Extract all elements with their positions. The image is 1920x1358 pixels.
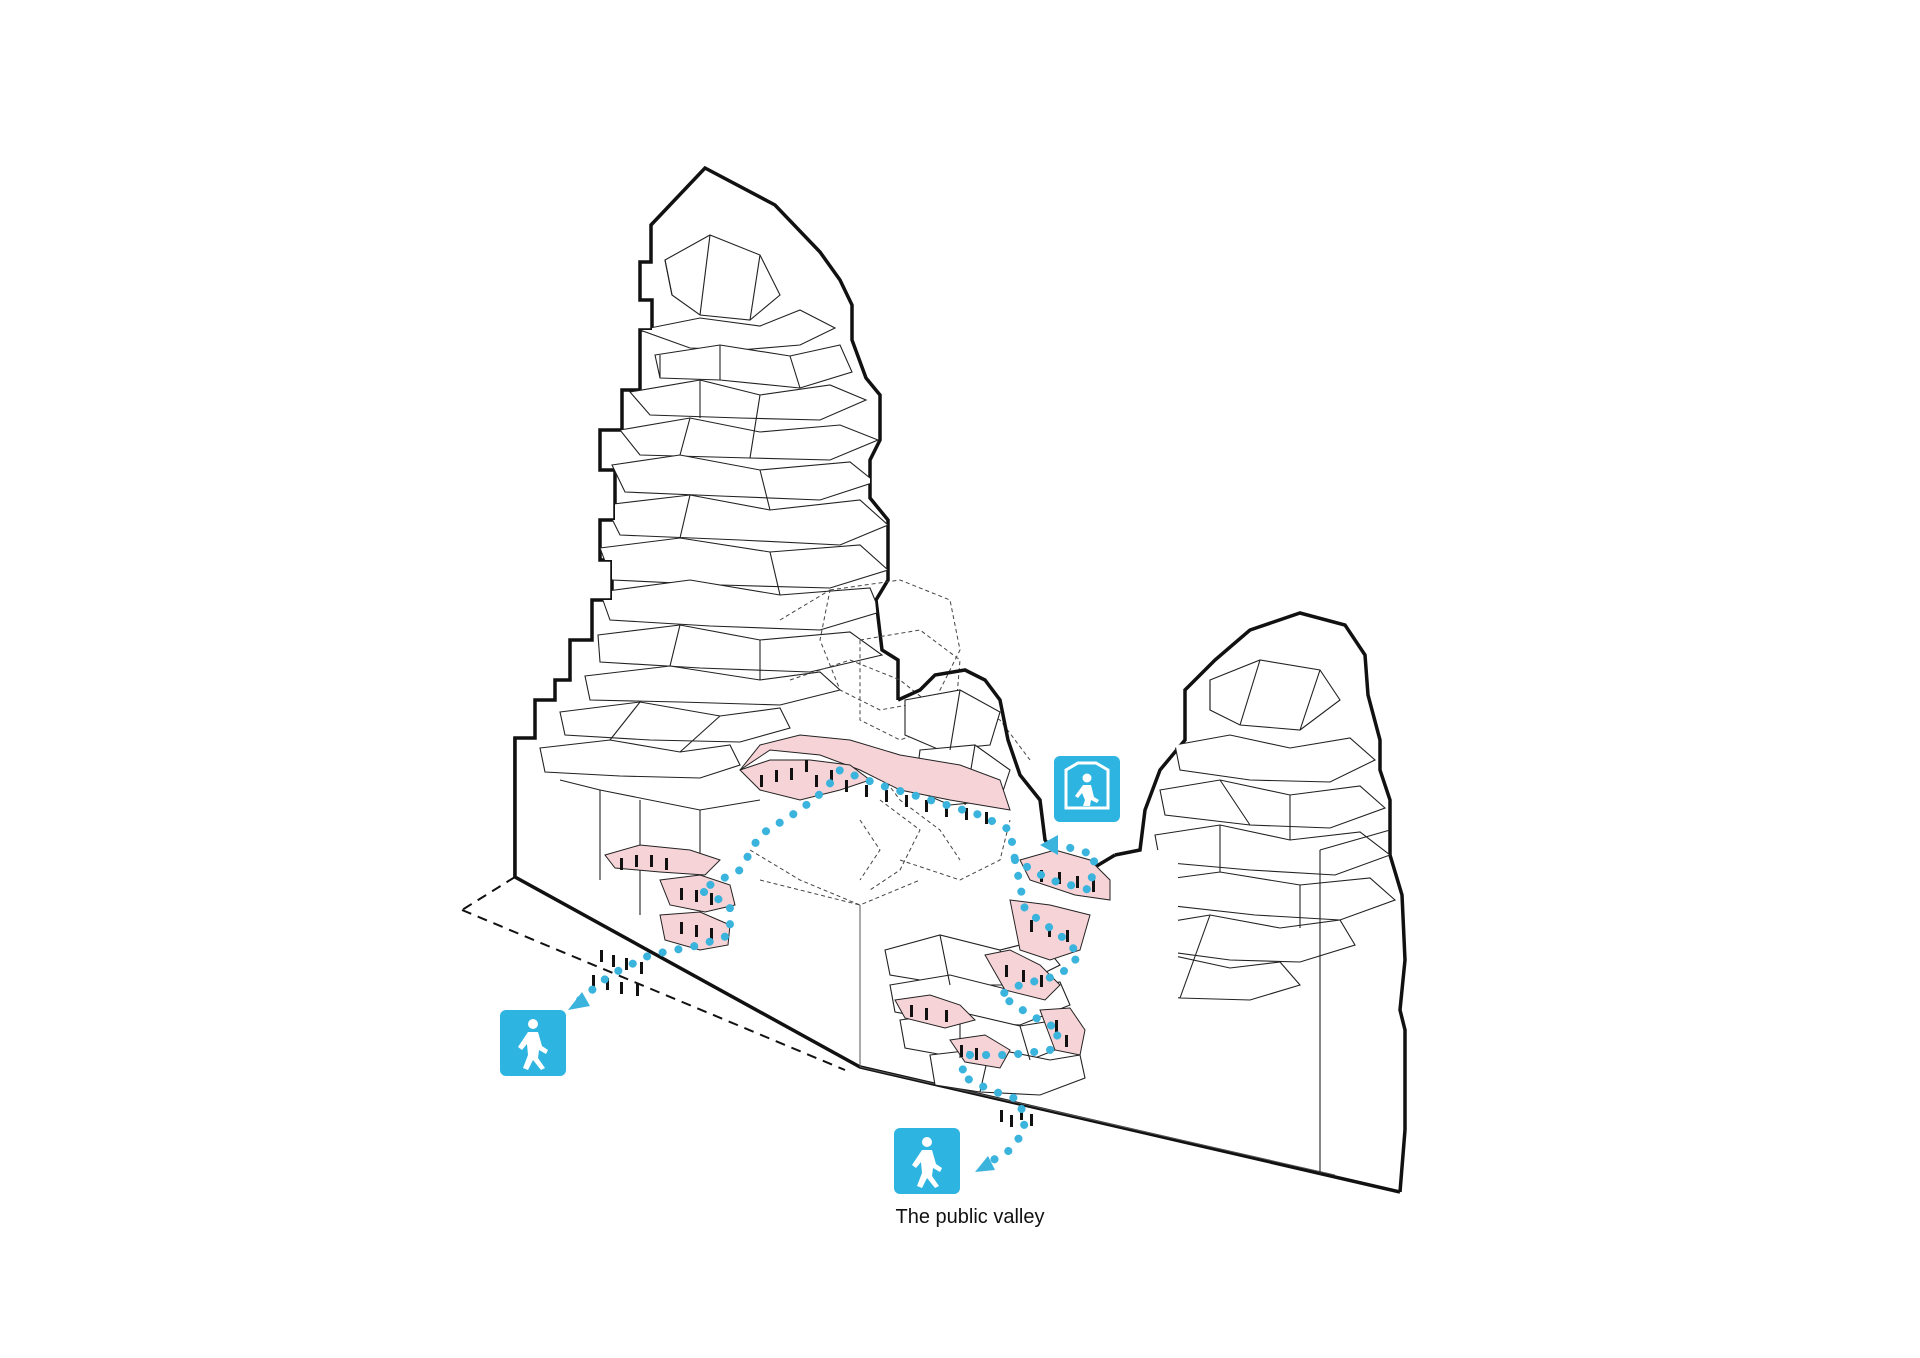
- diagram-caption: The public valley: [895, 1206, 1045, 1228]
- walking-route: [576, 765, 1100, 1169]
- right-tower: [1114, 611, 1407, 1175]
- walking-person-badge-bottom: [894, 1128, 960, 1194]
- walking-person-icon: [518, 1019, 548, 1070]
- walking-person-badge-right: [1054, 756, 1120, 822]
- route-arrows: [568, 835, 1058, 1172]
- dashed-site-boundary: [461, 876, 846, 1071]
- walking-person-icon: [912, 1137, 942, 1188]
- walking-person-shield-icon: [1064, 761, 1110, 810]
- left-tower: [513, 165, 900, 920]
- walking-person-badge-left: [500, 1010, 566, 1076]
